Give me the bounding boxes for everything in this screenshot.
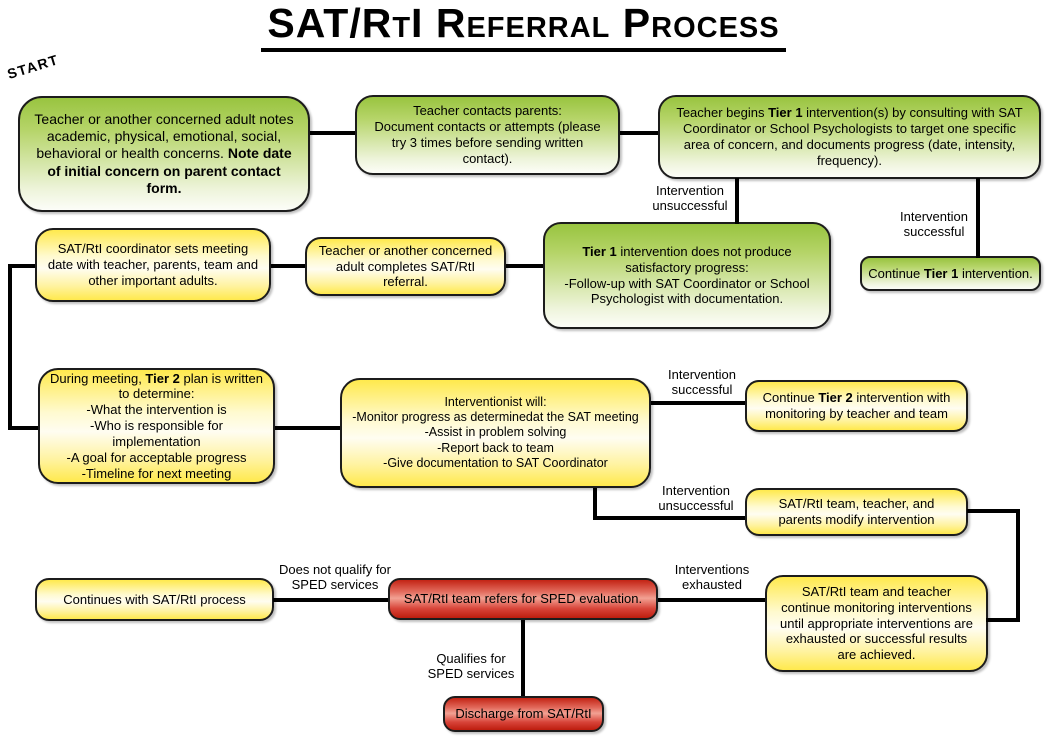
continue-tier2-pre: Continue [762, 390, 819, 406]
connector-down-to-modify [593, 516, 745, 520]
connector-left-to-tier2plan [8, 426, 38, 430]
tier1-begin-bold: Tier 1 [768, 105, 803, 121]
interventionist-item-1: -Monitor progress as determinedat the SA… [352, 410, 639, 425]
continue-tier2-post: intervention with monitoring by teacher … [765, 390, 951, 421]
continue-monitoring-text: SAT/RtI team and teacher continue monito… [780, 583, 973, 663]
interventionist-item-4: -Give documentation to SAT Coordinator [383, 455, 608, 470]
connector-modify-right-horizontal [967, 509, 1020, 513]
tier1-begin-pre: Teacher begins [676, 105, 769, 121]
coordinator-sets-meeting-text: SAT/RtI coordinator sets meeting date wi… [47, 241, 259, 288]
tier1-begin-text: Teacher begins Tier 1 intervention(s) by… [674, 105, 1025, 168]
connector-interventionist-to-continue-tier2 [651, 401, 745, 405]
continue-tier2-bold: Tier 2 [818, 390, 853, 406]
node-tier2-plan: During meeting, Tier 2 plan is written t… [38, 368, 275, 484]
contact-parents-line1: Teacher contacts parents: [413, 103, 562, 119]
node-continue-tier2: Continue Tier 2 intervention with monito… [745, 380, 968, 432]
connector-tier1-to-unsatisfactory [735, 178, 739, 224]
edge-label-tier2-unsuccessful: Intervention unsuccessful [658, 483, 734, 514]
node-interventionist: Interventionist will: -Monitor progress … [340, 378, 651, 488]
continues-process-text: Continues with SAT/RtI process [63, 591, 246, 607]
continue-tier1-post: intervention. [958, 265, 1033, 281]
connector-sped-to-continues [273, 598, 388, 602]
connector-right-to-monitoring [986, 618, 1020, 622]
node-tier1-unsatisfactory: Tier 1 intervention does not produce sat… [543, 222, 831, 329]
tier2-plan-post: plan is written to determine: [118, 370, 263, 402]
contact-parents-line2: Document contacts or attempts (please tr… [374, 119, 601, 166]
edge-label-not-qualify: Does not qualify for SPED services [278, 562, 391, 593]
continue-tier1-pre: Continue [868, 265, 924, 281]
connector-left-vertical [8, 264, 12, 430]
connector-tier2plan-to-interventionist [275, 426, 340, 430]
node-coordinator-sets-meeting: SAT/RtI coordinator sets meeting date wi… [35, 228, 271, 302]
connector-initial-to-contact [310, 131, 355, 135]
node-sped-referral: SAT/RtI team refers for SPED evaluation. [388, 578, 658, 620]
page-title: SAT/RtI Referral Process [261, 1, 786, 53]
tier2-plan-item-2: -Who is responsible for implementation [90, 418, 223, 449]
edge-label-tier2-successful: Intervention successful [668, 367, 736, 398]
tier2-plan-item-1: -What the intervention is [86, 402, 227, 418]
tier2-plan-pre: During meeting, [50, 370, 146, 386]
initial-concern-text: Teacher or another concerned adult notes… [34, 111, 294, 162]
continue-tier1-bold: Tier 1 [923, 265, 959, 281]
tier1-unsatisfactory-head: Tier 1 intervention does not produce sat… [555, 244, 819, 276]
node-continue-tier1: Continue Tier 1 intervention. [860, 256, 1041, 291]
node-discharge: Discharge from SAT/RtI [443, 696, 604, 732]
edge-label-exhausted: Interventions exhausted [674, 562, 750, 593]
tier1-unsatisfactory-bold: Tier 1 [582, 243, 617, 259]
connector-unsatisfactory-to-referral [506, 264, 543, 268]
node-modify-intervention: SAT/RtI team, teacher, and parents modif… [745, 488, 968, 536]
interventionist-item-2: -Assist in problem solving [424, 425, 567, 440]
connector-coordinator-left-horizontal [8, 264, 35, 268]
node-initial-concern: Teacher or another concerned adult notes… [18, 96, 310, 212]
initial-concern-bold-note: Note date of initial concern on parent c… [47, 145, 292, 196]
discharge-text: Discharge from SAT/RtI [455, 706, 592, 722]
tier2-plan-bold: Tier 2 [145, 370, 180, 386]
tier1-unsatisfactory-post: intervention does not produce satisfacto… [616, 243, 792, 275]
node-continues-process: Continues with SAT/RtI process [35, 578, 274, 621]
node-contact-parents: Teacher contacts parents: Document conta… [355, 95, 620, 175]
interventionist-heading: Interventionist will: [444, 394, 547, 409]
connector-tier1-to-continue [976, 178, 980, 258]
connector-contact-to-tier1 [620, 131, 658, 135]
continue-tier1-text: Continue Tier 1 intervention. [868, 266, 1033, 282]
connector-referral-to-coordinator [271, 264, 305, 268]
modify-intervention-text: SAT/RtI team, teacher, and parents modif… [778, 496, 935, 527]
connector-monitoring-to-sped [658, 598, 765, 602]
sped-referral-text: SAT/RtI team refers for SPED evaluation. [403, 591, 643, 607]
tier2-plan-head: During meeting, Tier 2 plan is written t… [50, 371, 263, 403]
interventionist-item-3: -Report back to team [437, 440, 554, 455]
tier1-begin-post: intervention(s) by consulting with SAT C… [682, 105, 1023, 168]
start-label: START [5, 51, 61, 82]
continue-tier2-text: Continue Tier 2 intervention with monito… [757, 390, 956, 422]
page-title-wrap: SAT/RtI Referral Process [0, 1, 1047, 53]
tier2-plan-item-4: -Timeline for next meeting [81, 465, 232, 481]
edge-label-tier1-unsuccessful: Intervention unsuccessful [652, 183, 728, 214]
connector-sped-to-discharge [521, 620, 525, 696]
edge-label-tier1-successful: Intervention successful [900, 209, 968, 240]
completes-referral-text: Teacher or another concerned adult compl… [318, 242, 493, 290]
connector-right-vertical [1016, 509, 1020, 622]
node-completes-referral: Teacher or another concerned adult compl… [305, 237, 506, 296]
node-tier1-begin: Teacher begins Tier 1 intervention(s) by… [658, 95, 1041, 179]
node-initial-concern-text: Teacher or another concerned adult notes… [30, 111, 298, 196]
node-continue-monitoring: SAT/RtI team and teacher continue monito… [765, 575, 988, 672]
tier1-unsatisfactory-item: -Follow-up with SAT Coordinator or Schoo… [564, 275, 810, 307]
tier2-plan-item-3: -A goal for acceptable progress [66, 449, 247, 465]
edge-label-qualifies: Qualifies for SPED services [427, 651, 515, 682]
connector-interventionist-down [593, 488, 597, 520]
